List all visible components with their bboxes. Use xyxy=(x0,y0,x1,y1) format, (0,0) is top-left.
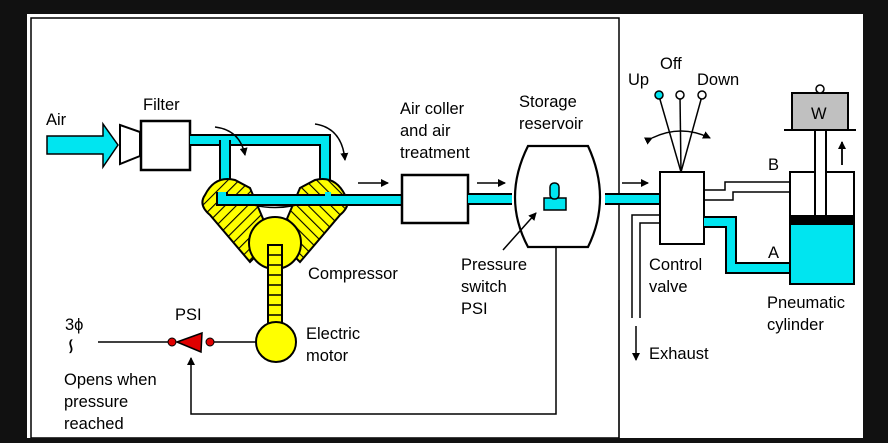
intake-pipe xyxy=(190,136,329,188)
label-compressor: Compressor xyxy=(308,265,398,283)
piston-rod xyxy=(814,129,827,217)
exhaust-line xyxy=(631,214,660,318)
psi-switch-icon xyxy=(167,331,215,354)
label-opens-2: pressure xyxy=(64,393,128,411)
label-air-cooler-1: Air coller xyxy=(400,100,465,118)
flow-arrow-icon xyxy=(314,123,349,161)
pressure-switch-icon xyxy=(543,182,567,211)
filter-box xyxy=(139,119,192,172)
label-pressure-switch-1: Pressure xyxy=(461,256,527,274)
label-exhaust: Exhaust xyxy=(649,345,709,363)
label-weight: W xyxy=(811,105,827,123)
inlet-nozzle xyxy=(119,123,141,166)
electric-motor-icon xyxy=(255,321,297,363)
port-b-line xyxy=(704,181,790,191)
label-control-valve-2: valve xyxy=(649,278,688,296)
label-filter: Filter xyxy=(143,96,180,114)
label-three-phase: 3ϕ xyxy=(65,316,83,334)
ac-symbol-icon: ∽ xyxy=(59,337,84,355)
label-air-cooler-3: treatment xyxy=(400,144,470,162)
pressure-feedback-line xyxy=(187,247,557,415)
control-valve-box xyxy=(659,171,705,245)
flow-arrow-icon xyxy=(214,126,248,156)
label-pressure-switch-3: PSI xyxy=(461,300,488,318)
lever-up-position-icon[interactable] xyxy=(654,90,664,100)
pneumatic-cylinder xyxy=(784,84,856,285)
label-off: Off xyxy=(660,55,682,73)
label-cylinder-1: Pneumatic xyxy=(767,294,845,312)
label-opens-3: reached xyxy=(64,415,124,433)
air-inlet-arrow-icon xyxy=(46,121,119,170)
piston xyxy=(791,215,853,225)
label-electric-motor-2: motor xyxy=(306,347,349,365)
lever-swing-arrow-icon xyxy=(643,130,711,145)
label-cylinder-2: cylinder xyxy=(767,316,824,334)
drive-belt xyxy=(267,244,283,326)
label-port-a: A xyxy=(768,244,779,262)
label-opens-1: Opens when xyxy=(64,371,157,389)
label-electric-motor-1: Electric xyxy=(306,325,360,343)
lever-off-position-icon[interactable] xyxy=(675,90,685,100)
compressor-outlet-pipe xyxy=(218,192,402,204)
label-psi: PSI xyxy=(175,306,202,324)
label-port-b: B xyxy=(768,156,779,174)
label-air-cooler-2: and air xyxy=(400,122,451,140)
lever-down-position-icon[interactable] xyxy=(697,90,707,100)
label-pressure-switch-2: switch xyxy=(461,278,507,296)
port-a-pipe xyxy=(704,218,790,272)
valve-lever[interactable] xyxy=(643,90,711,173)
pointer-arrow-icon xyxy=(502,212,537,251)
air-cooler-box xyxy=(400,173,470,225)
label-storage-1: Storage xyxy=(519,93,577,111)
label-down: Down xyxy=(697,71,739,89)
label-air: Air xyxy=(46,111,67,129)
label-storage-2: reservoir xyxy=(519,115,584,133)
label-control-valve-1: Control xyxy=(649,256,702,274)
label-up: Up xyxy=(628,71,649,89)
